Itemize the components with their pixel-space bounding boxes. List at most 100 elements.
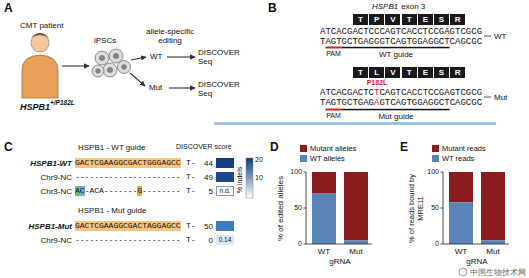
legend-entry: WT reads — [432, 154, 474, 163]
label-text: HSPB1 - Mut guide — [78, 206, 146, 215]
legend-text: WT reads — [442, 154, 474, 163]
node-text: R — [455, 15, 461, 24]
nucleus — [108, 68, 113, 73]
legend-swatch — [300, 145, 307, 152]
node-text: GACTCGAAGGCGACTGGGAGCC — [75, 158, 181, 167]
axis — [441, 172, 510, 244]
leader-line — [484, 36, 491, 37]
label-text: allele-specific editing — [137, 27, 203, 45]
base-cell: C — [80, 186, 85, 196]
label-text: HSPB1-Mut — [28, 222, 72, 231]
label-text: 0 — [435, 240, 439, 248]
node-text: n.d. — [220, 187, 231, 194]
label-text: DISCOVER Seq — [198, 48, 246, 66]
label-text: Chr9-NC — [40, 173, 72, 182]
bar — [344, 172, 368, 240]
colorbar — [246, 158, 253, 198]
chart-e — [441, 172, 510, 244]
heatmap-cell — [216, 158, 234, 168]
amino-acid-box: V — [385, 67, 400, 78]
axis-title: % indels — [236, 167, 244, 193]
axis — [304, 172, 373, 244]
label-text: 100 — [290, 168, 302, 176]
chart-d — [304, 172, 373, 244]
sequence-text: T- — [186, 221, 196, 231]
cell — [92, 65, 104, 77]
sequence-text: -ACA------- — [85, 186, 138, 196]
arrow — [131, 57, 146, 60]
label-text: WT guide — [379, 50, 413, 59]
sequence-marks — [214, 36, 496, 125]
heatmap-cell: 0.14 — [216, 235, 234, 245]
nucleus — [96, 69, 100, 73]
amino-acid-box: E — [418, 14, 433, 25]
amino-acid-box: R — [450, 67, 465, 78]
bar — [344, 240, 368, 244]
label-text: 50 — [204, 222, 213, 231]
legend-swatch — [432, 155, 439, 162]
heatmap — [216, 158, 253, 231]
node-text: V — [390, 15, 395, 24]
label-text: 50 — [431, 204, 439, 212]
label-text: P182L — [367, 79, 388, 87]
patient-hair — [31, 33, 49, 38]
label-text: 0 — [298, 240, 302, 248]
amino-acid-box: P — [369, 14, 384, 25]
legend-entry: WT alleles — [300, 154, 345, 163]
label-text: Mut — [349, 247, 362, 256]
sequence-text: TAGTGCTGAGGGTCAGTGGAGGCTCAGCGC — [320, 37, 482, 47]
label-text: 100 — [427, 168, 439, 176]
label-text: WT — [455, 247, 467, 256]
label-text: 20 — [255, 156, 263, 164]
heatmap-cell: n.d. — [216, 186, 234, 196]
base-cell: G — [137, 186, 142, 196]
label-text: WT — [150, 52, 162, 61]
heatmap-cell — [216, 221, 234, 231]
label-text: HSPB1-WT — [30, 159, 72, 168]
legend-text: Mutant alleles — [310, 144, 356, 153]
panel-letter: E — [400, 141, 408, 154]
amino-acid-box: V — [385, 14, 400, 25]
highlight-bar — [214, 122, 496, 125]
sequence-text: ATCACGACTC — [320, 88, 374, 98]
amino-acid-box: S — [434, 14, 449, 25]
label-text: Chr3-NC — [40, 187, 72, 196]
sequence-text: T- — [186, 186, 196, 196]
amino-acid-box: T — [402, 67, 417, 78]
node-text: E — [423, 68, 428, 77]
sequence-text: ---------------------- — [75, 235, 181, 245]
legend-swatch — [300, 155, 307, 162]
legend-text: Mutant reads — [442, 144, 486, 153]
label-text: 0 — [209, 236, 213, 245]
legend-entry: Mutant reads — [432, 144, 486, 153]
label-text: +/P182L — [50, 99, 75, 106]
arrow — [169, 87, 195, 88]
panel-letter: D — [270, 141, 279, 154]
arrow — [130, 73, 145, 86]
bar — [481, 172, 505, 240]
legend-swatch — [432, 145, 439, 152]
node-text: 0.14 — [219, 236, 232, 243]
sequence-text: -------- — [142, 186, 180, 196]
arrow — [62, 65, 89, 66]
bar — [481, 240, 505, 244]
sequence-text: CAGTCACCTCCGAGTCGCG — [379, 88, 482, 98]
label-text: HSPB1 — [20, 102, 50, 112]
sequence-text: TAGTGCTGAG — [320, 98, 374, 108]
guide-sequence: GACTCGAAGGCGACTGGGAGCC — [75, 158, 181, 168]
label-text: iPSCs — [94, 36, 116, 45]
watermark: 中国生物技术网 — [470, 268, 526, 277]
label-text: HSPB1 - WT guide — [78, 143, 145, 152]
heatmap-cell — [216, 172, 234, 182]
amino-acid-box: R — [450, 14, 465, 25]
label-text: Chr9-NC — [40, 236, 72, 245]
label-text: WT — [318, 247, 330, 256]
bar — [449, 172, 473, 202]
patient-head — [31, 34, 49, 52]
label-text: WT — [494, 32, 506, 41]
legend-entry: Mutant alleles — [300, 144, 356, 153]
sequence-text: T- — [186, 158, 196, 168]
bar — [312, 194, 336, 244]
guide-sequence: GACTCGAAGGCGACTAGGAGCC — [75, 221, 181, 231]
